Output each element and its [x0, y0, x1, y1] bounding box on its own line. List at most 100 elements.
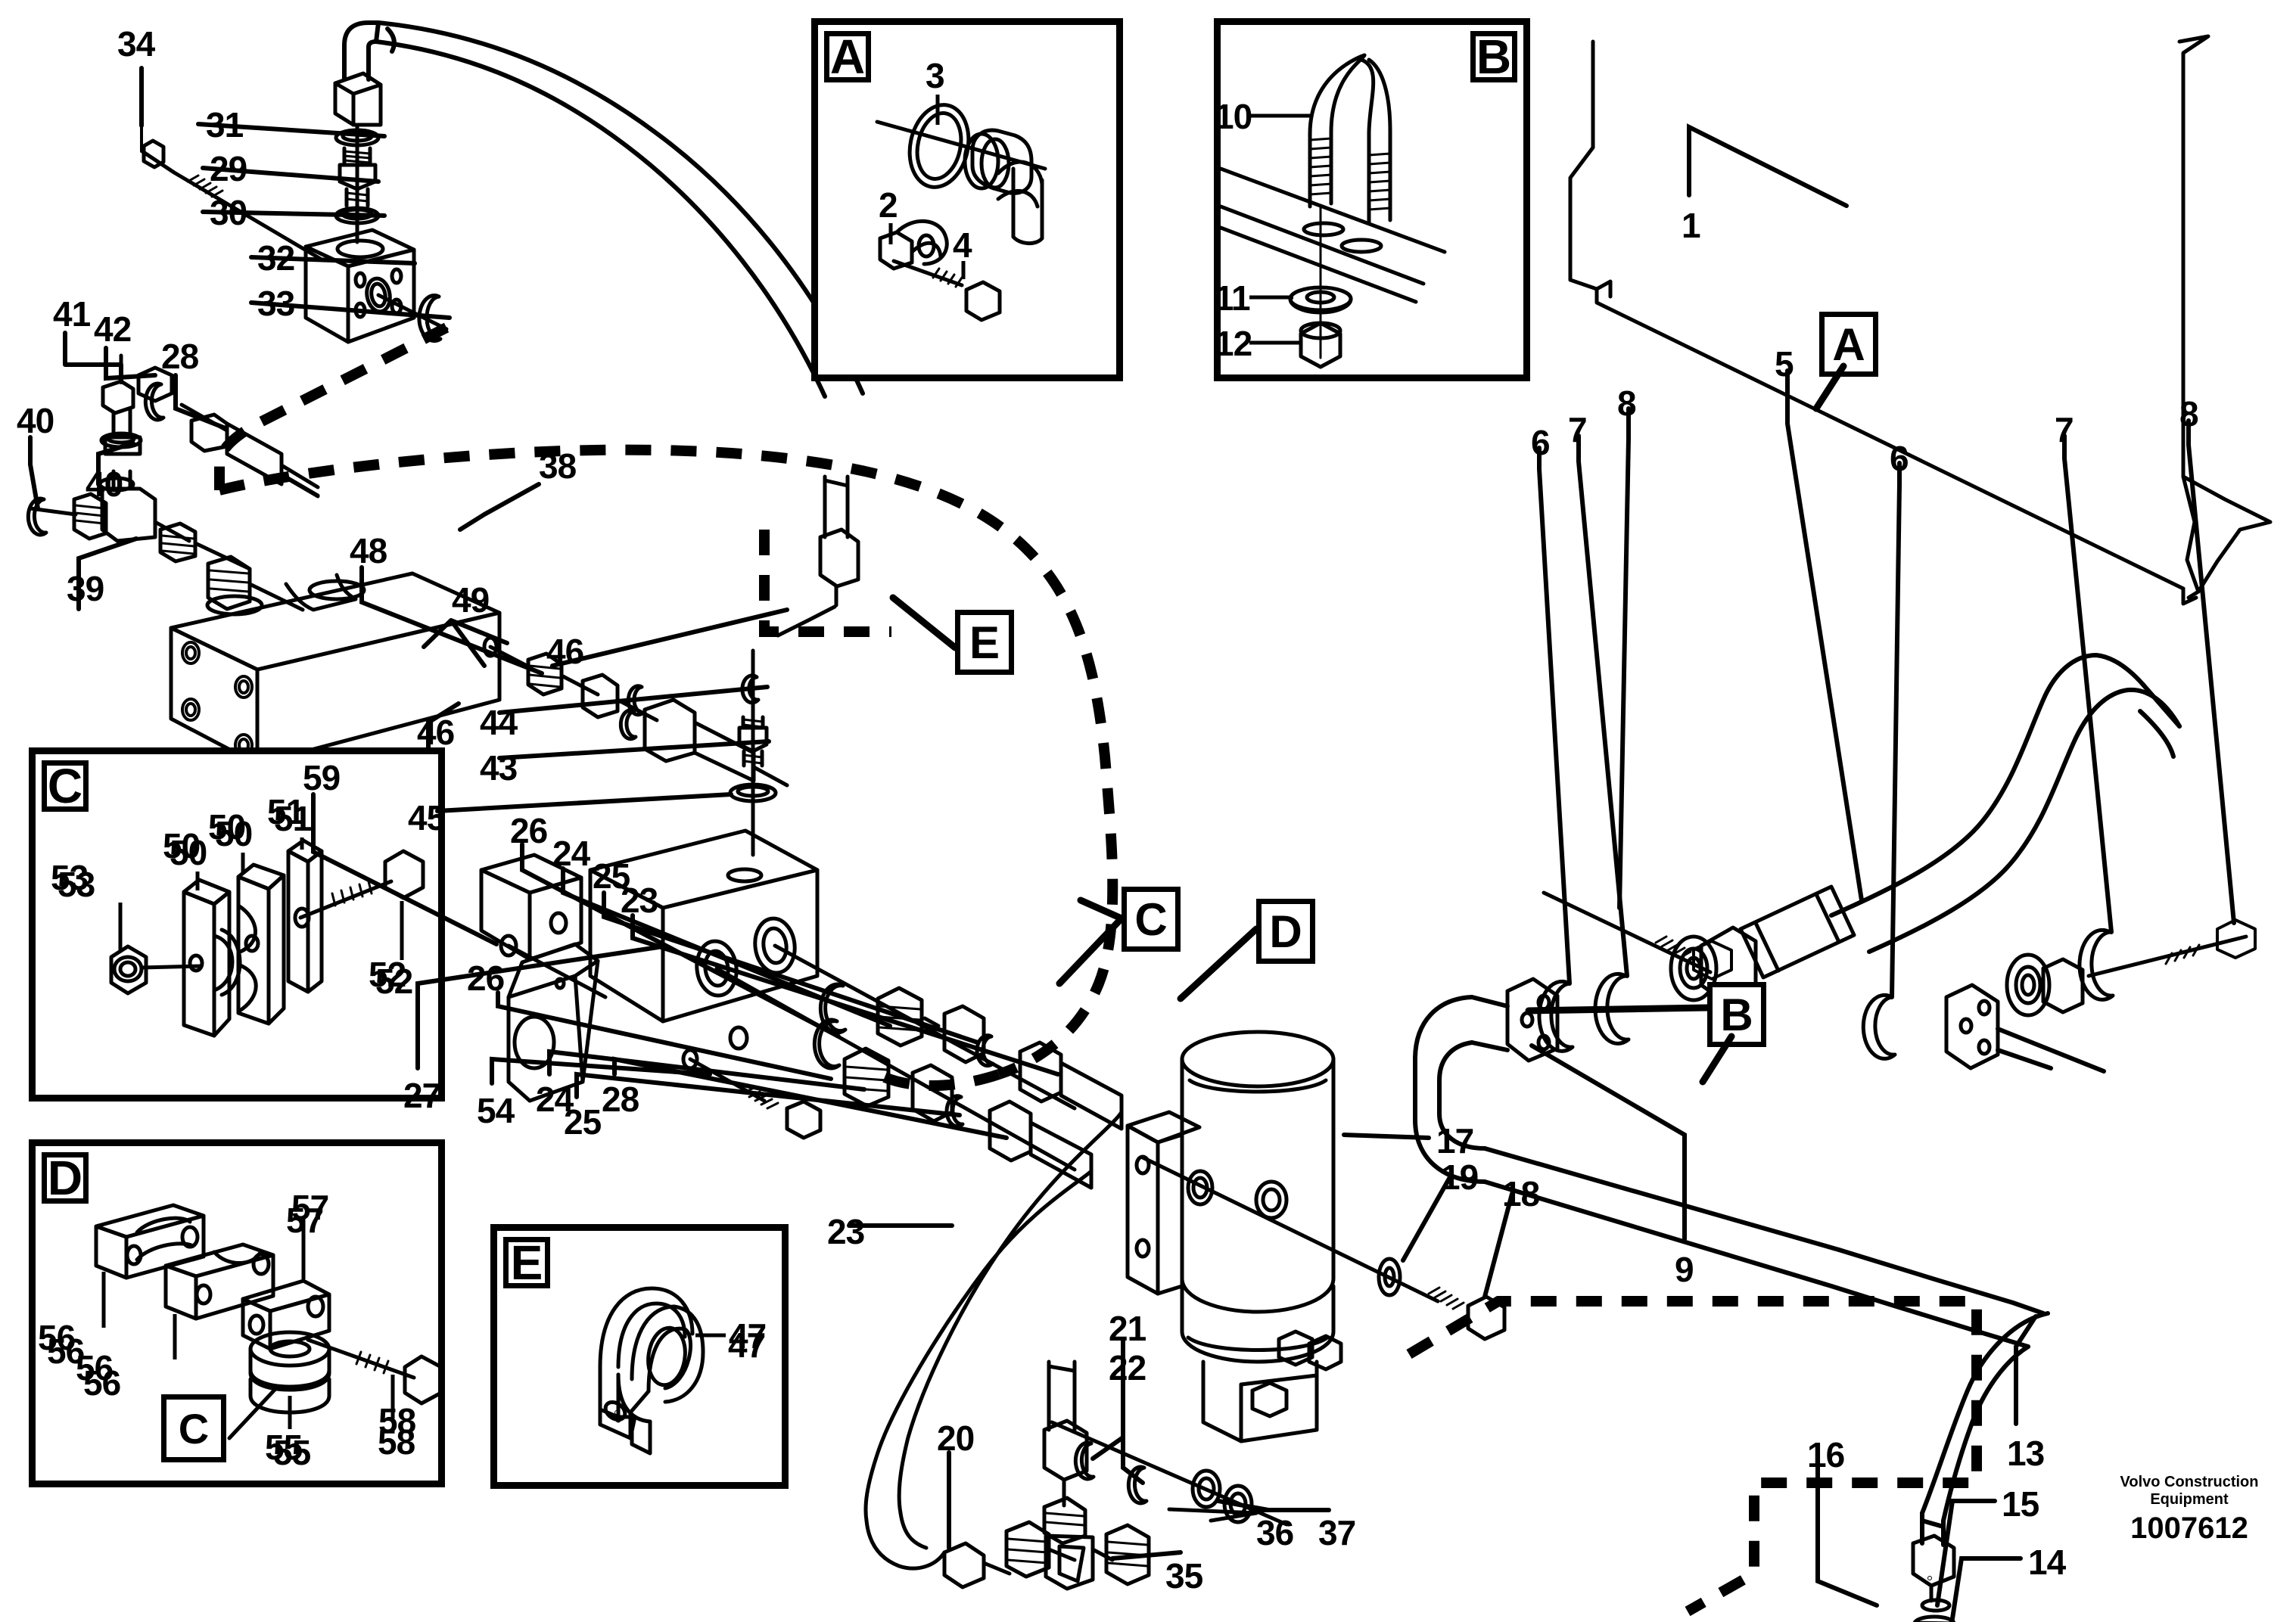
- detail-box-d: D: [29, 1139, 445, 1487]
- section-ref-a-main: A: [1819, 312, 1878, 377]
- callout-21: 21: [1109, 1309, 1146, 1348]
- detail-d-artwork: [94, 1203, 443, 1440]
- detail-box-e-tag: E: [503, 1235, 550, 1290]
- callout-29: 29: [210, 149, 247, 188]
- detail-b-leaders: [1249, 113, 1310, 345]
- callout-40: 40: [86, 465, 123, 504]
- callout-39: 39: [67, 569, 104, 608]
- callout-35: 35: [1165, 1556, 1203, 1596]
- detail-b-artwork: [1221, 53, 1447, 369]
- detail-b-label-11: 11: [1215, 278, 1251, 318]
- callout-1: 1: [1682, 206, 1701, 245]
- detail-box-d-tag: D: [42, 1151, 89, 1205]
- callout-44: 44: [480, 703, 518, 742]
- callout-8: 8: [1617, 384, 1637, 423]
- callout-20: 20: [937, 1418, 975, 1458]
- section-ref-e: E: [955, 610, 1014, 675]
- brand-line-1: Volvo Construction: [2120, 1474, 2259, 1490]
- detail-b-label-10: 10: [1215, 97, 1252, 136]
- callout-26: 26: [467, 959, 505, 998]
- callout-38: 38: [539, 446, 577, 486]
- section-ref-b-main: B: [1707, 982, 1766, 1047]
- callout-59: 59: [303, 758, 341, 797]
- callout-19: 19: [1441, 1157, 1479, 1197]
- callout-16: 16: [1807, 1435, 1845, 1474]
- callout-17: 17: [1436, 1121, 1474, 1161]
- callout-5: 5: [1775, 344, 1794, 384]
- detail-d-label-56a: 56: [47, 1331, 85, 1371]
- detail-d-label-55: 55: [273, 1433, 311, 1472]
- callout-42: 42: [94, 309, 132, 349]
- callout-9: 9: [1675, 1250, 1694, 1289]
- section-ref-c-main: C: [1122, 887, 1181, 952]
- brand-line-2: Equipment: [2150, 1491, 2229, 1508]
- callout-58: 58: [378, 1401, 416, 1440]
- callout-25: 25: [593, 856, 630, 896]
- callout-6: 6: [1890, 439, 1909, 478]
- callout-28: 28: [161, 337, 199, 376]
- callout-27: 27: [403, 1076, 441, 1115]
- detail-a-label-4: 4: [953, 225, 972, 265]
- callout-49: 49: [452, 580, 490, 620]
- callout-6: 6: [1531, 423, 1551, 462]
- detail-a-leaders: [888, 95, 966, 279]
- detail-e-leaders: [695, 1333, 726, 1338]
- detail-d-label-58: 58: [378, 1422, 415, 1462]
- callout-45: 45: [408, 798, 446, 837]
- callout-8: 8: [2179, 394, 2199, 433]
- callout-31: 31: [206, 105, 244, 144]
- detail-a-label-3: 3: [926, 56, 945, 95]
- detail-c-label-53: 53: [58, 865, 95, 904]
- detail-box-c: C: [29, 747, 445, 1102]
- callout-22: 22: [1109, 1348, 1146, 1387]
- callout-54: 54: [477, 1091, 515, 1130]
- callout-7: 7: [1568, 410, 1588, 449]
- callout-34: 34: [117, 24, 155, 64]
- detail-d-label-57: 57: [291, 1188, 329, 1227]
- callout-36: 36: [1256, 1513, 1294, 1552]
- detail-box-c-tag: C: [42, 759, 89, 813]
- callout-23: 23: [827, 1212, 865, 1251]
- callout-32: 32: [257, 238, 295, 278]
- callout-26: 26: [510, 811, 548, 850]
- footer-logo-block: Volvo Construction Equipment 1007612: [2095, 1474, 2284, 1546]
- detail-b-label-12: 12: [1215, 324, 1252, 363]
- callout-33: 33: [257, 284, 295, 323]
- callout-18: 18: [1502, 1174, 1540, 1213]
- callout-51: 51: [267, 792, 305, 831]
- callout-41: 41: [53, 294, 91, 334]
- callout-7: 7: [2055, 410, 2074, 449]
- callout-56: 56: [76, 1348, 114, 1387]
- callout-46: 46: [546, 632, 584, 671]
- callout-43: 43: [480, 748, 518, 788]
- callout-24: 24: [552, 834, 590, 873]
- callout-46: 46: [417, 713, 455, 752]
- callout-50: 50: [163, 826, 201, 865]
- callout-30: 30: [210, 193, 247, 232]
- callout-13: 13: [2007, 1434, 2045, 1473]
- detail-e-artwork: [598, 1286, 705, 1456]
- callout-52: 52: [369, 955, 406, 994]
- detail-e-label-47: 47: [729, 1316, 767, 1356]
- callout-57: 57: [286, 1201, 324, 1240]
- detail-box-b: B: [1214, 18, 1530, 381]
- callout-25: 25: [564, 1102, 602, 1142]
- detail-a-artwork: [875, 103, 1047, 322]
- callout-28: 28: [602, 1080, 639, 1119]
- callout-15: 15: [2002, 1484, 2039, 1524]
- detail-a-label-2: 2: [879, 185, 898, 225]
- part-number: 1007612: [2130, 1512, 2248, 1545]
- detail-d-leaders: [101, 1219, 395, 1429]
- callout-48: 48: [350, 531, 387, 570]
- detail-box-a-tag: A: [824, 30, 871, 84]
- callout-47: 47: [728, 1325, 766, 1365]
- callout-50: 50: [208, 807, 246, 847]
- detail-box-e: E 47: [490, 1224, 789, 1489]
- section-ref-d-main: D: [1256, 899, 1315, 964]
- callout-24: 24: [536, 1080, 574, 1119]
- callout-56: 56: [38, 1318, 76, 1357]
- detail-c-label-50a: 50: [170, 833, 207, 872]
- callout-53: 53: [51, 858, 89, 897]
- detail-box-a: A 3 2 4: [811, 18, 1123, 381]
